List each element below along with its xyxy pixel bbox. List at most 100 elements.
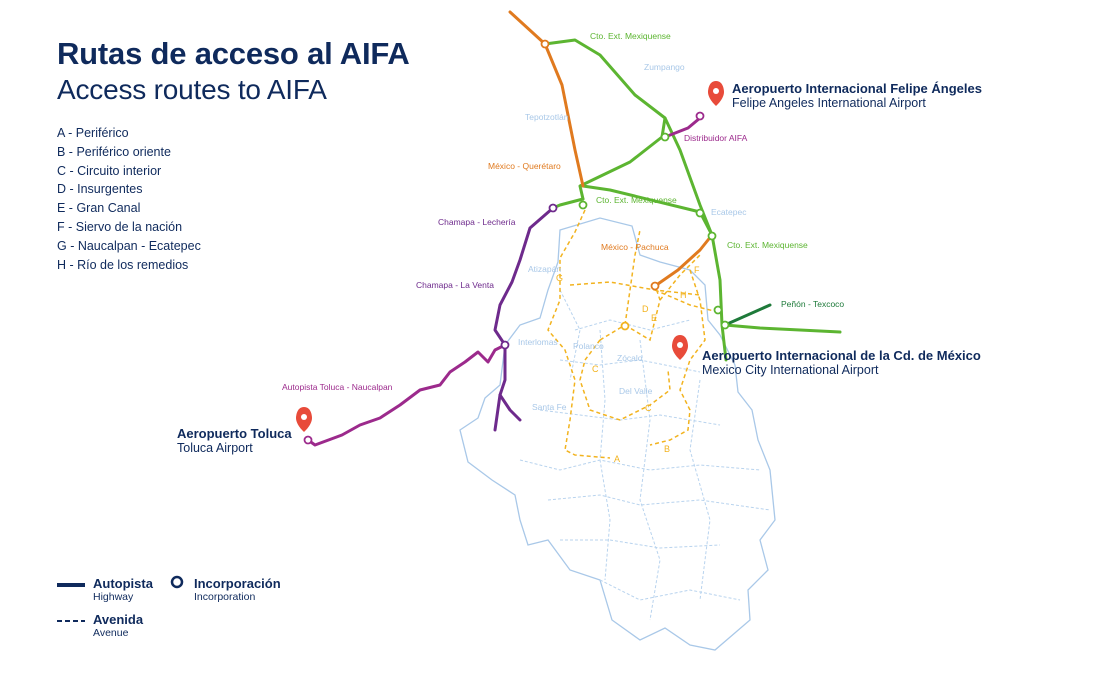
page-subtitle: Access routes to AIFA <box>57 74 327 105</box>
avenue-letter-e: E <box>651 313 657 323</box>
legend-highway-label: Autopista <box>93 576 153 591</box>
highway-cto-ext-texcoco <box>723 323 842 334</box>
label-interlomas: Interlomas <box>518 337 558 347</box>
incorporation-ring-icon <box>695 208 705 218</box>
route-list-item: G - Naucalpan - Ecatepec <box>57 238 201 253</box>
avenues <box>547 209 719 459</box>
label-chamapa-la-venta: Chamapa - La Venta <box>416 280 494 290</box>
route-list-item: F - Siervo de la nación <box>57 219 183 234</box>
airport-label-aifa[interactable]: Aeropuerto Internacional Felipe Ángeles … <box>732 81 982 110</box>
legend-incorporation-label: Incorporación <box>194 576 281 591</box>
avenue-f <box>659 254 701 301</box>
avenue-letter-c: C <box>592 364 599 374</box>
avenue-b <box>649 269 706 446</box>
airport-name-en: Felipe Angeles International Airport <box>732 96 926 110</box>
avenue-letter-g: G <box>556 273 563 283</box>
incorporation-ring-icon <box>620 321 630 331</box>
label-santa-fe: Santa Fe <box>532 402 567 412</box>
page-title: Rutas de acceso al AIFA <box>57 36 410 71</box>
route-list-item: B - Periférico oriente <box>57 144 171 159</box>
label-atizapan: Atizapán <box>528 264 561 274</box>
label-del-valle: Del Valle <box>619 386 653 396</box>
label-distribuidor-aifa: Distribuidor AIFA <box>684 133 748 143</box>
legend-highway: Autopista Highway <box>93 576 153 603</box>
airport-name-en: Mexico City International Airport <box>702 363 879 377</box>
airport-name: Aeropuerto Internacional Felipe Ángeles <box>732 81 982 96</box>
route-list-item: E - Gran Canal <box>57 201 141 216</box>
label-cto-ext-mexiquense-3: Cto. Ext. Mexiquense <box>727 240 808 250</box>
incorporation-ring-icon <box>540 39 550 49</box>
incorporation-ring-icon <box>650 281 660 291</box>
label-tepotzotlan: Tepotzotlán <box>525 112 569 122</box>
legend-incorporation-sublabel: Incorporation <box>194 591 256 603</box>
incorporation-ring-icon <box>660 132 670 142</box>
highway-distribuidor-aifa <box>663 116 702 139</box>
incorporation-ring-icon <box>720 320 730 330</box>
highways <box>306 10 842 447</box>
label-chamapa-lecheria: Chamapa - Lechería <box>438 217 516 227</box>
label-mexico-pachuca: México - Pachuca <box>601 242 669 252</box>
incorporation-ring-icon <box>548 203 558 213</box>
map-pin-icon[interactable] <box>296 407 312 432</box>
avenue-letter-h: H <box>680 290 687 300</box>
avenue-c <box>579 339 671 421</box>
airport-name: Aeropuerto Internacional de la Cd. de Mé… <box>702 348 981 363</box>
avenue-g <box>569 281 701 296</box>
avenue-letter-f: F <box>694 265 700 275</box>
avenue-letter-c-2: C <box>645 403 652 413</box>
incorporation-ring-icon <box>713 305 723 315</box>
airport-label-aicm[interactable]: Aeropuerto Internacional de la Cd. de Mé… <box>702 348 981 377</box>
airport-label-toluca[interactable]: Aeropuerto Toluca Toluca Airport <box>177 426 292 455</box>
avenue-letter-b: B <box>664 444 670 454</box>
legend-avenue-label: Avenida <box>93 612 144 627</box>
legend-avenue: Avenida Avenue <box>93 612 143 639</box>
highway-chamapa <box>493 206 555 432</box>
incorporation-ring-icon <box>170 575 184 589</box>
municipal-divisions <box>519 289 771 621</box>
avenue-letter-a: A <box>614 454 620 464</box>
incorporation-ring-icon <box>707 231 717 241</box>
highway-mexico-queretaro <box>508 10 585 188</box>
route-list: A - Periférico B - Periférico oriente C … <box>57 124 201 274</box>
map-pin-icon[interactable] <box>672 335 688 360</box>
incorporation-ring-icon <box>695 111 705 121</box>
avenue-d-link <box>599 324 626 341</box>
avenue-a <box>547 209 611 459</box>
legend-highway-sublabel: Highway <box>93 591 134 603</box>
route-list-item: H - Río de los remedios <box>57 257 189 272</box>
route-list-item: C - Circuito interior <box>57 163 162 178</box>
legend-incorporation: Incorporación Incorporation <box>194 576 281 603</box>
route-list-item: A - Periférico <box>57 126 129 140</box>
highway-chamapa-end <box>498 393 522 422</box>
label-mexico-queretaro: México - Querétaro <box>488 161 561 171</box>
incorporation-ring-icon <box>578 200 588 210</box>
label-zumpango: Zumpango <box>644 62 685 72</box>
legend-avenue-sublabel: Avenue <box>93 627 129 639</box>
incorporation-points <box>303 39 730 445</box>
incorporation-ring-icon <box>500 340 510 350</box>
city-boundary <box>459 217 776 651</box>
map-pin-icon[interactable] <box>708 81 724 106</box>
label-cto-ext-mexiquense-2: Cto. Ext. Mexiquense <box>596 195 677 205</box>
avenue-d <box>624 229 641 326</box>
label-penon-texcoco: Peñón - Texcoco <box>781 299 844 309</box>
incorporation-ring-icon <box>303 435 313 445</box>
label-toluca-naucalpan: Autopista Toluca - Naucalpan <box>282 382 393 392</box>
airport-pins <box>296 81 724 432</box>
avenue-e <box>624 284 661 342</box>
label-polanco: Polanco <box>573 341 604 351</box>
highway-toluca-naucalpan <box>306 343 507 447</box>
label-zocalo: Zócalo <box>617 353 643 363</box>
legend-symbols <box>57 575 184 622</box>
label-cto-ext-mexiquense: Cto. Ext. Mexiquense <box>590 31 671 41</box>
airport-name: Aeropuerto Toluca <box>177 426 292 441</box>
road-labels: Cto. Ext. Mexiquense Zumpango Tepotzotlá… <box>282 31 844 412</box>
avenue-h <box>654 289 719 313</box>
label-ecatepec: Ecatepec <box>711 207 747 217</box>
highway-penon-texcoco <box>723 303 772 327</box>
highway-cto-ext-link <box>551 197 585 210</box>
airport-name-en: Toluca Airport <box>177 441 253 455</box>
avenue-letter-d: D <box>642 304 649 314</box>
highway-mexico-pachuca <box>653 233 714 288</box>
